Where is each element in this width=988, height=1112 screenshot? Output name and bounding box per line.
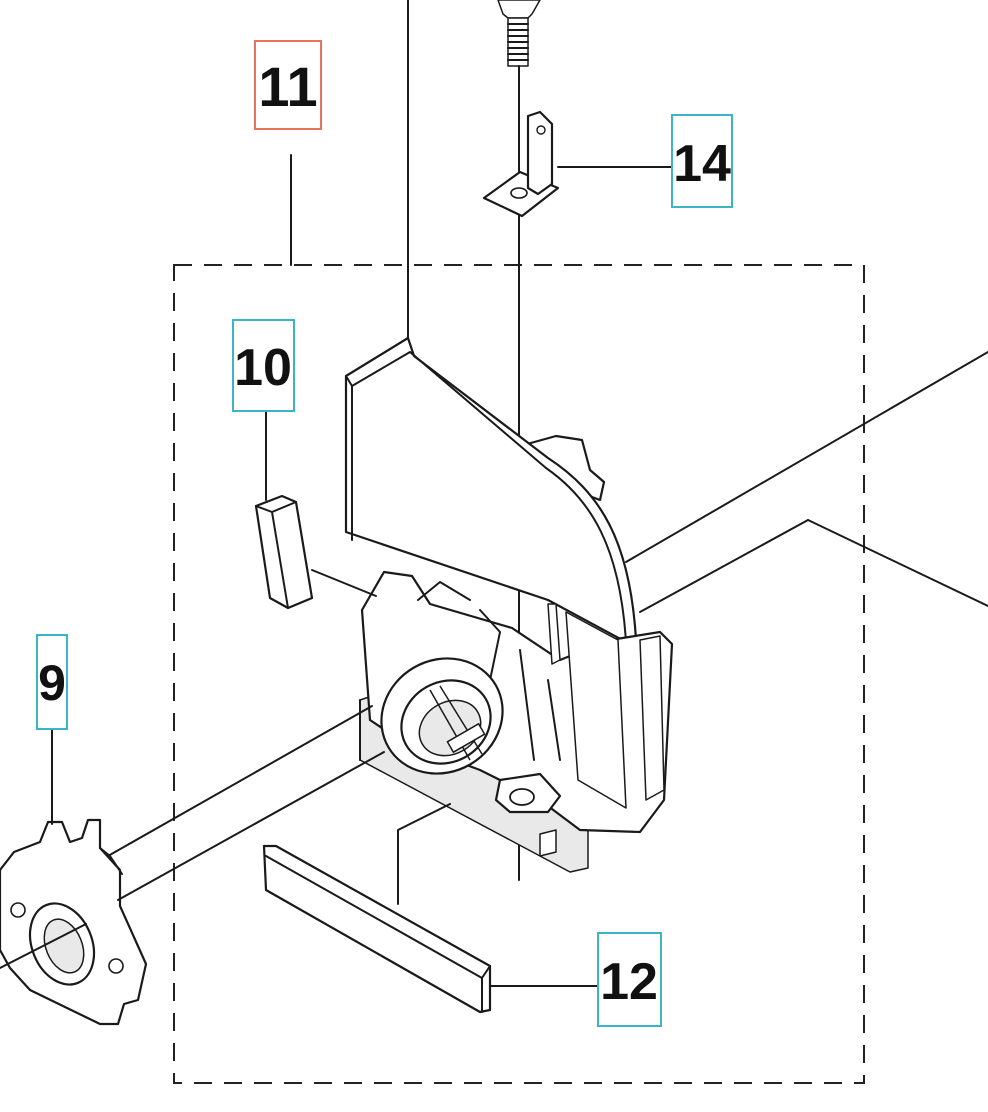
spacer-part-10: [254, 494, 314, 610]
housing-part: [344, 336, 674, 873]
callout-9: 9: [36, 634, 68, 730]
axis-line-gasket-left: [0, 923, 87, 969]
leader-line-right-lower-a: [639, 519, 809, 613]
screw-part: [497, 0, 541, 67]
leader-line-strip-housing: [397, 803, 451, 905]
gasket-part-9: [0, 818, 148, 1026]
callout-10-label: 10: [234, 339, 292, 397]
callout-9-frame: [36, 634, 68, 730]
callout-12-label: 12: [600, 953, 658, 1011]
callout-14-label: 14: [673, 135, 731, 193]
callout-14-frame: [671, 114, 733, 208]
leader-line-right-upper: [625, 351, 988, 563]
axis-line-gasket-lower: [117, 751, 385, 901]
callout-11: 11: [254, 40, 322, 130]
callout-11-frame: [254, 40, 322, 130]
callout-14: 14: [671, 114, 733, 208]
callout-12: 12: [597, 932, 662, 1027]
callout-10-frame: [232, 319, 295, 412]
callout-12-frame: [597, 932, 662, 1027]
axis-line-gasket-upper: [107, 705, 373, 857]
leader-line-right-lower-b: [807, 519, 988, 607]
callout-11-label: 11: [258, 55, 317, 118]
bracket-part-14: [482, 110, 560, 218]
callout-10: 10: [232, 319, 295, 412]
leader-line-spacer-housing: [311, 569, 377, 597]
gasket-strip-part-12: [262, 844, 492, 1014]
callout-9-label: 9: [38, 655, 66, 711]
